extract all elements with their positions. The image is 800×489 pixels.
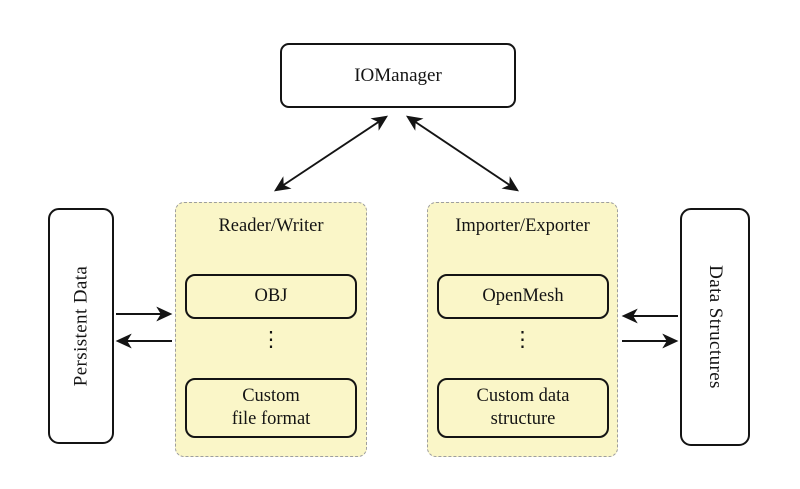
custom-data-structure-line1: Custom data — [476, 385, 570, 406]
data-structures-box: Data Structures — [680, 208, 750, 446]
custom-data-structure-line2: structure — [490, 409, 556, 429]
data-structures-label: Data Structures — [705, 265, 726, 389]
persistent-data-box: Persistent Data — [48, 208, 114, 444]
arrow-iomanager-importer-exporter — [405, 115, 520, 192]
reader-writer-title: Reader/Writer — [218, 216, 324, 236]
obj-label: OBJ — [254, 285, 288, 306]
custom-file-format-line1: Custom — [242, 385, 300, 406]
custom-file-format-line2: file format — [231, 409, 311, 429]
iomanager-label: IOManager — [354, 64, 442, 86]
arrow-iomanager-reader-writer — [273, 115, 389, 192]
reader-writer-ellipsis: ⋮ — [260, 327, 282, 351]
custom-file-format-box: Custom file format — [185, 378, 357, 438]
custom-data-structure-box: Custom data structure — [437, 378, 609, 438]
importer-exporter-title: Importer/Exporter — [455, 216, 590, 236]
iomanager-box: IOManager — [280, 43, 516, 108]
reader-writer-group: Reader/Writer OBJ ⋮ Custom file format — [175, 202, 367, 457]
obj-box: OBJ — [185, 274, 357, 319]
importer-exporter-ellipsis: ⋮ — [512, 327, 533, 351]
importer-exporter-group: Importer/Exporter OpenMesh ⋮ Custom data… — [427, 202, 618, 457]
persistent-data-label: Persistent Data — [70, 265, 92, 387]
openmesh-box: OpenMesh — [437, 274, 609, 319]
openmesh-label: OpenMesh — [482, 285, 564, 306]
